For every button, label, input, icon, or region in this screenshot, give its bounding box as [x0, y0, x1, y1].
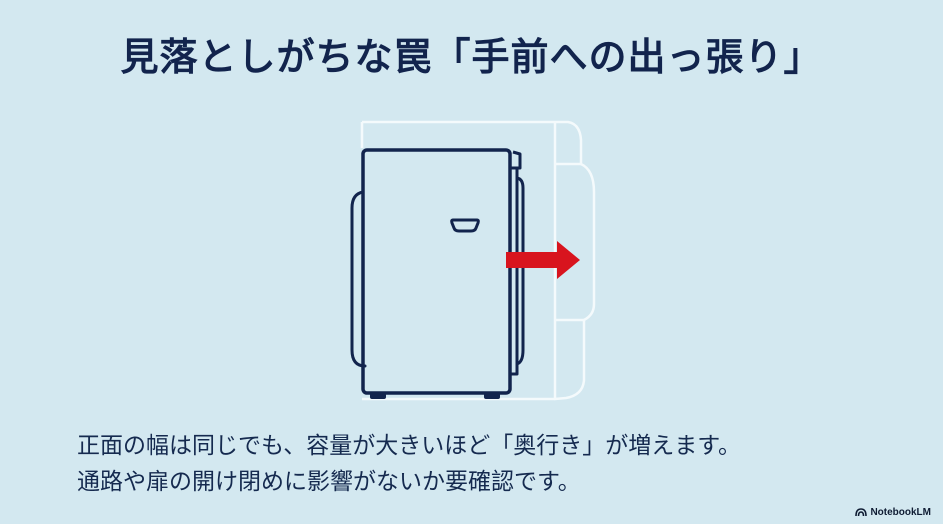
washer-handle [450, 218, 480, 233]
washer-front-door [510, 150, 525, 376]
slide-title: 見落としがちな罠「手前への出っ張り」 [120, 35, 823, 79]
caption-line-1: 正面の幅は同じでも、容量が大きいほど「奥行き」が増えます。 [77, 433, 742, 459]
caption-line-2: 通路や扉の開け閉めに影響がないか要確認です。 [77, 469, 581, 495]
back-hose [350, 190, 367, 368]
larger-washer-outline [360, 120, 596, 401]
washer-body [361, 148, 512, 395]
notebooklm-badge: NotebookLM [855, 507, 931, 518]
washer-foot-right [484, 393, 500, 399]
badge-label: NotebookLM [870, 507, 931, 518]
slide-caption: 正面の幅は同じでも、容量が大きいほど「奥行き」が増えます。 通路や扉の開け閉めに… [77, 428, 897, 500]
depth-arrow-icon [506, 241, 580, 279]
notebooklm-logo-icon [855, 508, 868, 517]
washer-foot-left [370, 393, 386, 399]
washer-depth-illustration [350, 120, 596, 401]
